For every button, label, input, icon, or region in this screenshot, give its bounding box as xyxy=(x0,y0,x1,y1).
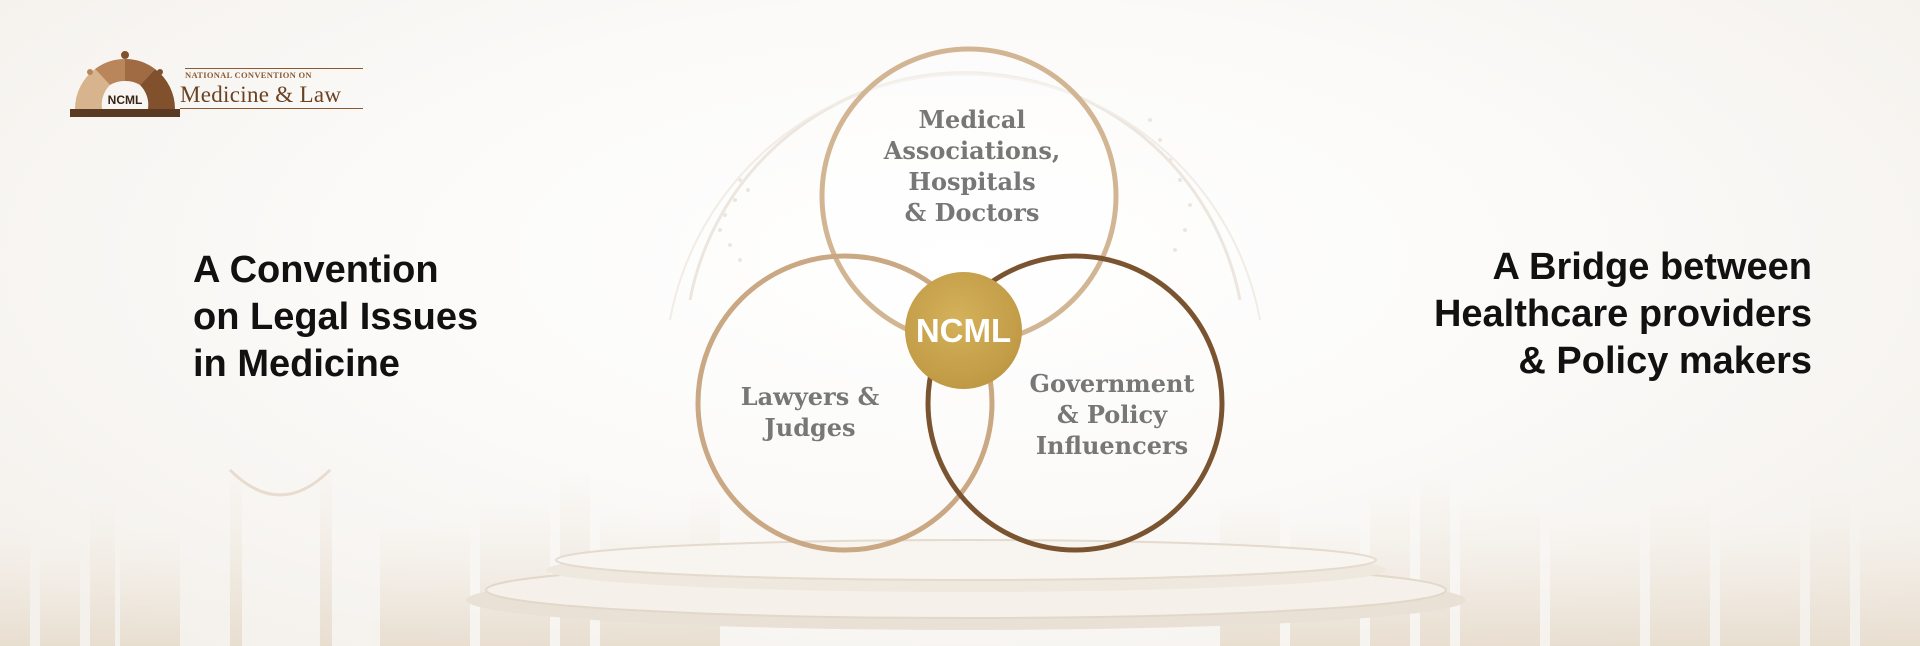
medical-label-line: Associations, xyxy=(883,136,1061,165)
logo-title: Medicine & Law xyxy=(180,82,342,107)
government-label-line: & Policy xyxy=(1056,400,1168,429)
logo-underline xyxy=(180,108,363,109)
medical-label-line: Hospitals xyxy=(908,167,1036,196)
right-headline-line: Healthcare providers xyxy=(1433,293,1812,335)
ncml-logo[interactable]: NCML xyxy=(70,45,370,117)
lawyers-label-line: Judges xyxy=(764,413,856,442)
left-headline-line: in Medicine xyxy=(193,343,400,385)
medical-label: Medical Associations, Hospitals & Doctor… xyxy=(872,104,1072,228)
logo-abbreviation: NCML xyxy=(108,93,143,107)
government-label-line: Influencers xyxy=(1035,431,1189,460)
logo-divider xyxy=(185,68,363,69)
right-headline-line: A Bridge between xyxy=(1492,246,1812,288)
lawyers-label-line: Lawyers & xyxy=(740,382,880,411)
left-headline-line: A Convention xyxy=(193,249,439,291)
right-headline-line: & Policy makers xyxy=(1518,340,1812,382)
left-headline-line: on Legal Issues xyxy=(193,296,479,338)
logo-small-text: NATIONAL CONVENTION ON xyxy=(185,70,312,80)
right-headline: A Bridge between Healthcare providers & … xyxy=(1434,244,1812,385)
government-label-line: Government xyxy=(1029,369,1195,398)
lawyers-circle xyxy=(695,253,995,553)
government-circle xyxy=(925,253,1225,553)
left-headline: A Convention on Legal Issues in Medicine xyxy=(193,247,478,388)
ncml-emblem-icon: NCML xyxy=(70,51,180,117)
ncml-center-badge: NCML xyxy=(905,272,1022,389)
lawyers-label: Lawyers & Judges xyxy=(710,381,910,443)
medical-label-line: Medical xyxy=(918,105,1026,134)
medical-label-line: & Doctors xyxy=(904,198,1040,227)
government-label: Government & Policy Influencers xyxy=(1012,368,1212,461)
